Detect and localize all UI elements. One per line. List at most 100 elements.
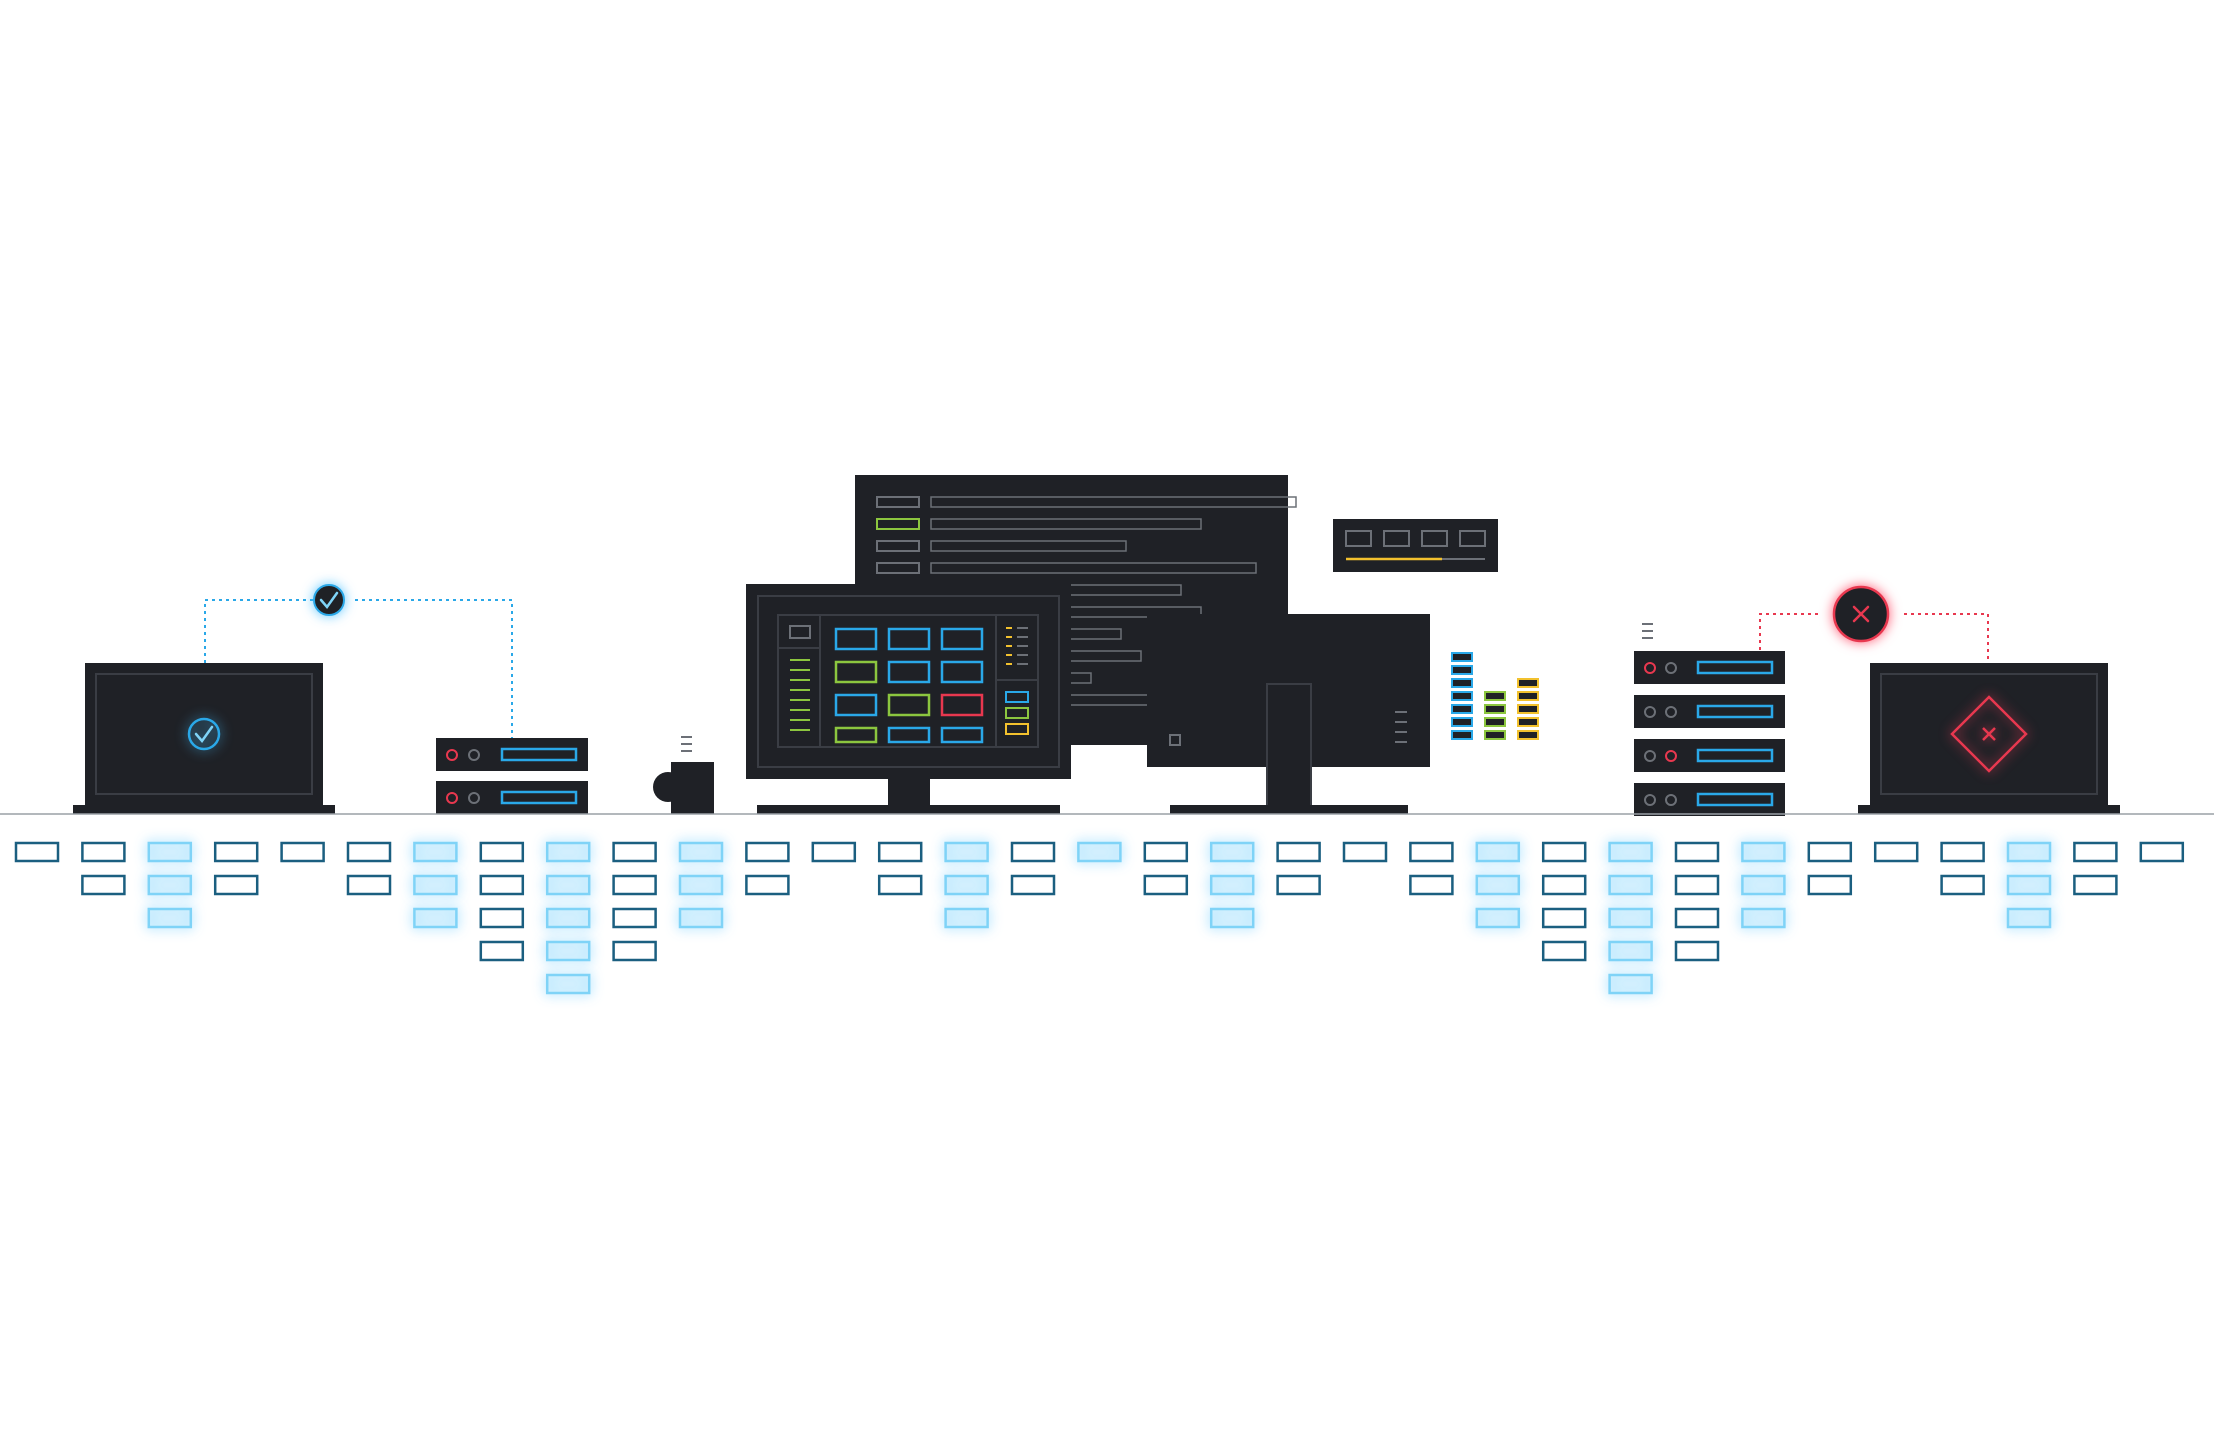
dashboard-tile [834, 726, 878, 744]
data-block [678, 907, 724, 929]
data-block [1077, 841, 1122, 863]
dashboard-tile [834, 627, 878, 651]
code-line-marker [876, 496, 920, 508]
data-block [1807, 874, 1853, 896]
stack-block [1451, 704, 1473, 714]
data-block [612, 907, 657, 929]
data-block [1940, 841, 1985, 863]
dashboard-tile [940, 660, 984, 684]
server-led [1644, 794, 1656, 806]
data-block [413, 874, 458, 896]
panel-box [1005, 723, 1029, 735]
data-block [1276, 841, 1321, 863]
server-led [1665, 794, 1677, 806]
connection-line-left-red [1759, 613, 1818, 650]
server-bar [1696, 660, 1774, 675]
data-block [81, 874, 126, 896]
data-block [147, 874, 193, 896]
data-block [1342, 841, 1388, 863]
data-block [1541, 907, 1587, 929]
server-led [1665, 662, 1677, 674]
stack-block [1451, 691, 1473, 701]
dashboard-tile [940, 693, 984, 717]
data-block [1940, 874, 1985, 896]
dashboard-tile [887, 660, 931, 684]
data-block [1741, 841, 1786, 863]
data-block [1873, 841, 1919, 863]
panel-box [1005, 691, 1029, 703]
data-block [612, 940, 657, 962]
data-block [479, 874, 525, 896]
alert-diamond-icon [1950, 695, 2028, 773]
data-block [745, 874, 790, 896]
data-block [346, 874, 392, 896]
server-led [1644, 706, 1656, 718]
stack-block [1451, 717, 1473, 727]
data-block [213, 874, 259, 896]
data-block [479, 841, 525, 863]
data-block [678, 841, 724, 863]
data-block [479, 940, 525, 962]
data-block [1674, 874, 1720, 896]
stack-block [1517, 691, 1539, 701]
data-block [1409, 874, 1454, 896]
data-block [1608, 973, 1653, 995]
network-switch-icon [1333, 519, 1498, 572]
code-line-marker [876, 562, 920, 574]
dashboard-tiles [834, 627, 984, 744]
data-block [1541, 874, 1587, 896]
data-block [545, 874, 591, 896]
data-block [811, 841, 857, 863]
desktop-monitor-icon [1147, 614, 1430, 814]
server-unit [1634, 695, 1785, 728]
laptop-error-icon [1858, 663, 2120, 814]
data-block [1409, 841, 1454, 863]
data-block [479, 907, 525, 929]
x-circle-icon [1832, 585, 1890, 643]
data-block [1608, 874, 1653, 896]
dashboard-sidebar-lines [790, 659, 810, 731]
stack-block [1517, 704, 1539, 714]
stack-block [1484, 704, 1506, 714]
data-block [1143, 874, 1189, 896]
server-led [1665, 706, 1677, 718]
stack-block [1484, 717, 1506, 727]
data-block [877, 841, 923, 863]
data-stack-icon [1451, 652, 1539, 740]
data-block [877, 874, 923, 896]
data-block [545, 973, 591, 995]
data-block [2073, 874, 2118, 896]
server-led [1644, 662, 1656, 674]
server-bar [1696, 748, 1774, 763]
data-block [545, 907, 591, 929]
mug-icon [653, 736, 714, 814]
server-icon [436, 738, 588, 814]
data-block [2073, 841, 2118, 863]
dashboard-tile [887, 693, 931, 717]
stack-block [1451, 678, 1473, 688]
data-block [1010, 874, 1056, 896]
panel-box [1005, 707, 1029, 719]
data-block [2006, 907, 2052, 929]
data-block [545, 940, 591, 962]
data-block [1010, 841, 1056, 863]
code-line-marker [876, 518, 920, 530]
data-block [1741, 907, 1786, 929]
data-block [413, 841, 458, 863]
stack-block [1484, 691, 1506, 701]
data-block [1674, 940, 1720, 962]
data-block [678, 874, 724, 896]
dashboard-tile [887, 726, 931, 744]
dashboard-tile [940, 627, 984, 651]
data-block [944, 841, 989, 863]
server-unit [1634, 739, 1785, 772]
data-block [944, 907, 989, 929]
laptop-icon [73, 663, 335, 814]
data-block [1209, 907, 1255, 929]
data-block [14, 841, 60, 863]
connection-line-right-red [1904, 613, 1989, 663]
dashboard-tile [887, 627, 931, 651]
data-block [1276, 874, 1321, 896]
stack-block [1484, 730, 1506, 740]
